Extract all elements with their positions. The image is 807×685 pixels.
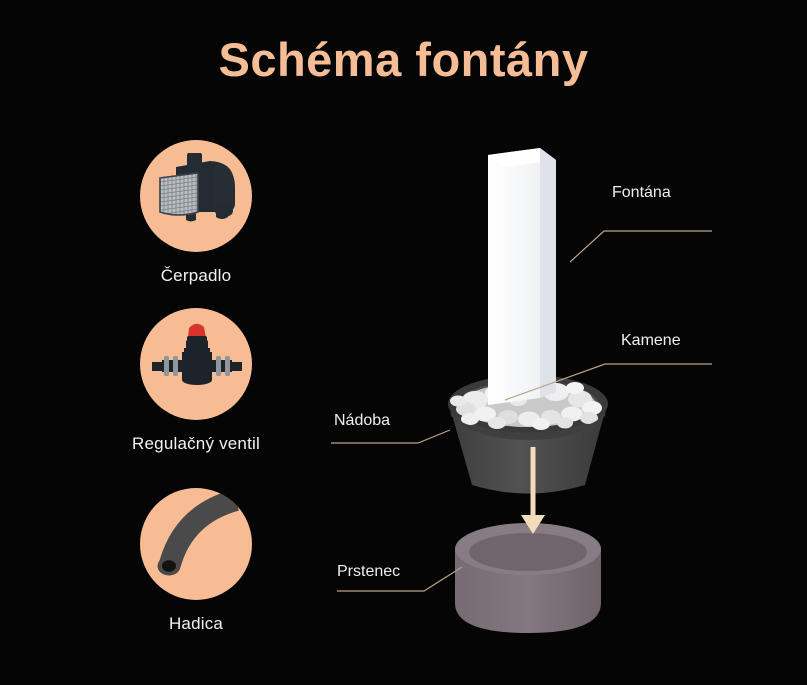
legend-label-hose: Hadica [168, 614, 224, 633]
regulating-valve-icon [152, 323, 242, 385]
diagram-part-stones [450, 382, 602, 430]
legend-circle-hose [140, 488, 252, 600]
leader-line-bowl [331, 429, 451, 444]
diagram-part-ring [455, 523, 601, 633]
hose-icon [157, 489, 240, 576]
legend-circle-valve [140, 308, 252, 420]
diagram-part-fountain [488, 148, 556, 405]
legend-label-valve: Regulačný ventil [132, 434, 260, 453]
leader-lines [331, 230, 712, 592]
legend-label-pump: Čerpadlo [160, 266, 232, 285]
diagram-label-stones: Kamene [621, 332, 681, 349]
page-title: Schéma fontány [218, 33, 589, 86]
diagram-label-bowl: Nádoba [334, 412, 391, 429]
legend-item-valve[interactable]: Regulačný ventil [86, 308, 306, 454]
diagram-label-fountain: Fontána [612, 184, 671, 201]
water-pump-icon [159, 153, 235, 222]
legend-item-hose[interactable]: Hadica [86, 488, 306, 634]
diagram-part-bowl [448, 375, 608, 494]
leader-line-fountain [569, 230, 712, 263]
flow-arrow-icon [521, 447, 545, 534]
legend-item-pump[interactable]: Čerpadlo [86, 140, 306, 286]
diagram-label-ring: Prstenec [337, 563, 401, 580]
legend-circle-pump [140, 140, 252, 252]
leader-line-stones [504, 363, 712, 401]
